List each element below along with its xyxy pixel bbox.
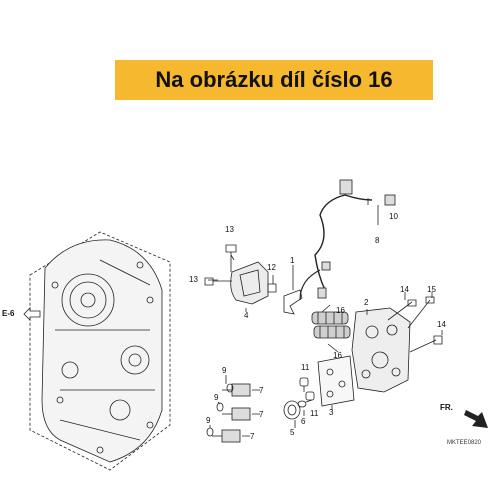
callout-6: 6	[301, 417, 306, 426]
callout-14-upper: 14	[400, 285, 409, 294]
sensor-7-middle	[222, 407, 251, 421]
bolt-14-lower	[409, 335, 443, 353]
bolt-15	[407, 296, 435, 329]
callout-13-upper: 13	[225, 225, 234, 234]
bolt-13-upper	[225, 244, 237, 272]
bracket-4	[230, 261, 269, 305]
bolt-12	[267, 283, 277, 293]
callout-8: 8	[375, 236, 380, 245]
callout-16-lower: 16	[333, 351, 342, 360]
dowel-11-lower	[305, 391, 315, 401]
callout-9-lower: 9	[206, 416, 211, 425]
clip-1	[283, 289, 303, 315]
callout-11-lower: 11	[310, 409, 319, 418]
washer-9-middle	[216, 402, 224, 412]
reference-label-e6: E-6	[2, 309, 15, 318]
valve-body-2	[351, 307, 411, 393]
callout-7-lower: 7	[250, 432, 255, 441]
callout-7-upper: 7	[259, 386, 264, 395]
bolt-13-lower	[204, 277, 232, 286]
callout-13-lower: 13	[189, 275, 198, 284]
callout-5: 5	[290, 428, 295, 437]
sensor-7-lower	[212, 429, 241, 443]
front-direction-arrow-icon	[464, 410, 488, 428]
separator-plate-3	[317, 355, 355, 407]
bolt-14-upper	[387, 299, 417, 321]
callout-3: 3	[329, 408, 334, 417]
seal-5	[283, 400, 301, 420]
direction-label-fr: FR.	[440, 403, 453, 412]
callout-2: 2	[364, 298, 369, 307]
washer-9-lower	[206, 427, 214, 437]
callout-9-middle: 9	[214, 393, 219, 402]
callout-11-upper: 11	[301, 363, 310, 372]
sensor-7-upper	[222, 383, 251, 397]
solenoid-16	[311, 311, 351, 339]
callout-16-upper: 16	[336, 306, 345, 315]
callout-7-middle: 7	[259, 410, 264, 419]
part-number-banner: Na obrázku díl číslo 16	[115, 60, 433, 100]
callout-14-lower: 14	[437, 320, 446, 329]
washer-9-upper	[226, 383, 234, 393]
leader-arrow-left-icon	[23, 307, 41, 321]
crankcase-cover	[41, 239, 163, 463]
diagram-code: MKTEE0820	[447, 440, 482, 446]
banner-text: Na obrázku díl číslo 16	[155, 67, 393, 92]
callout-9-upper: 9	[222, 366, 227, 375]
callout-1: 1	[290, 256, 295, 265]
callout-10: 10	[389, 212, 398, 221]
cover-dashed-outline	[29, 231, 171, 471]
callout-15: 15	[427, 285, 436, 294]
o-ring-6	[297, 400, 307, 408]
callout-12: 12	[267, 263, 276, 272]
callout-4: 4	[244, 311, 249, 320]
wire-harness-8	[314, 194, 373, 291]
dowel-11-upper	[299, 377, 309, 387]
